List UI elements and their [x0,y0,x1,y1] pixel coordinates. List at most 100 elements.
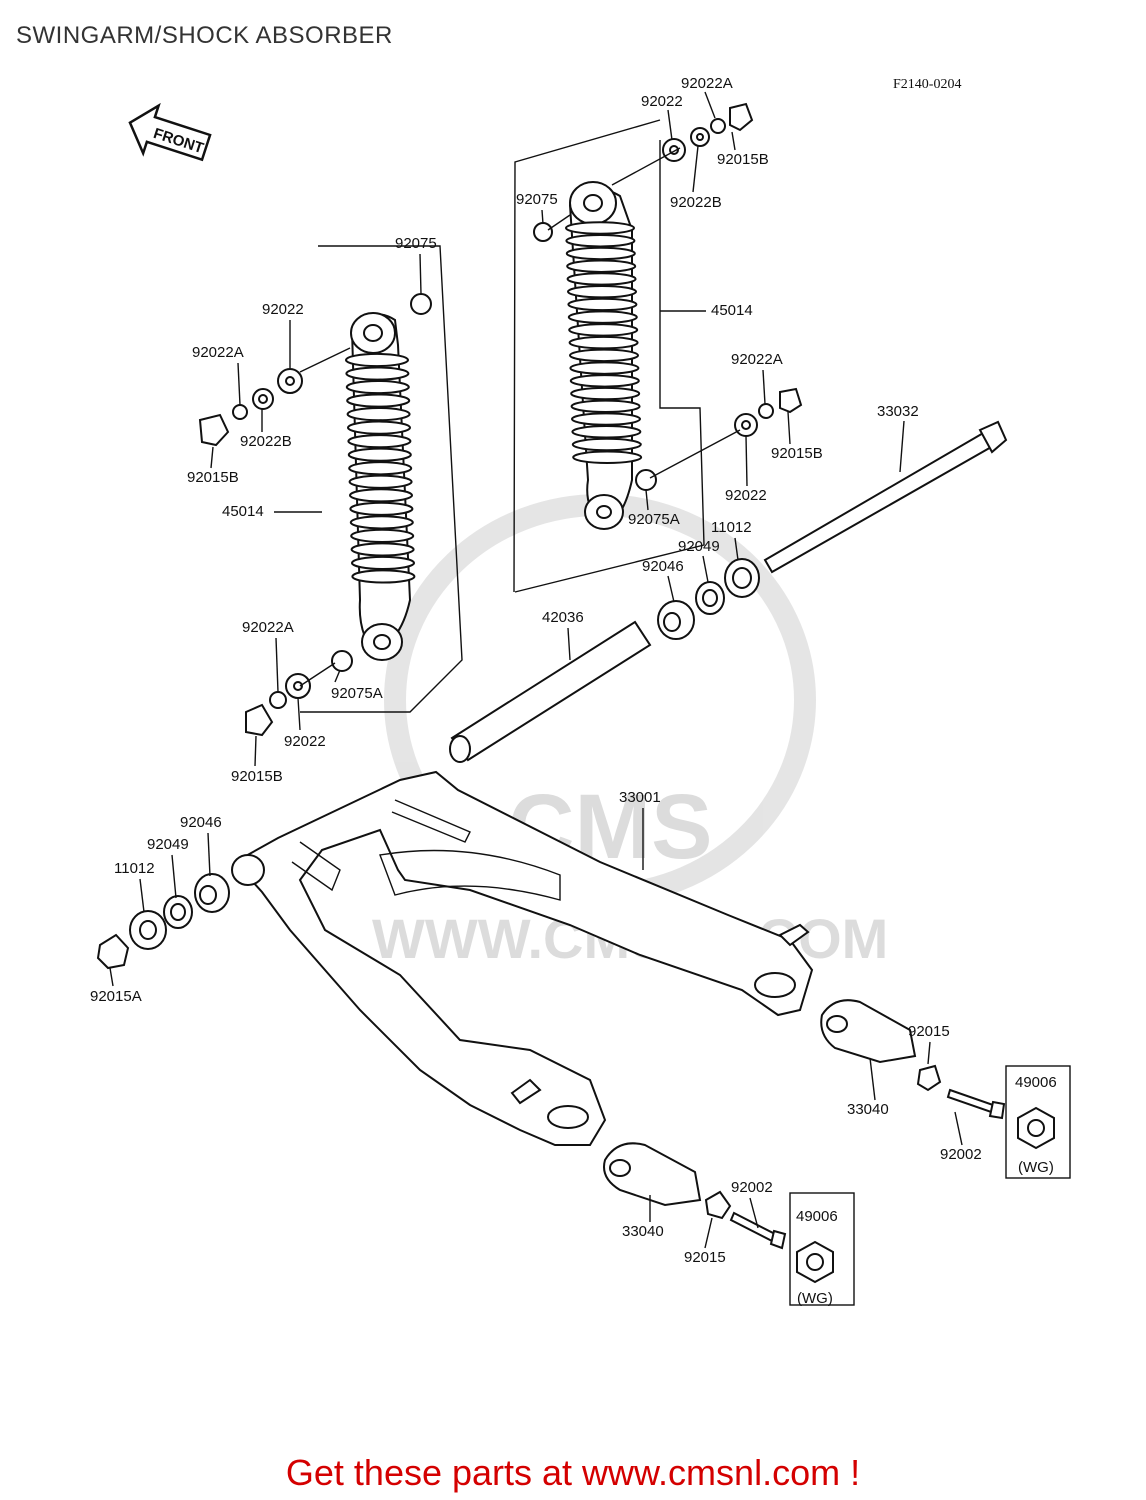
spring-coil [565,234,636,248]
spring-coil [568,335,639,350]
spring-coil [570,399,641,414]
part-label: 92049 [678,538,720,555]
spring-coil [570,386,641,401]
front-arrow-icon: FRONT [128,102,212,162]
part-label: 33040 [847,1101,889,1118]
leader-line [541,209,544,225]
leader-line [567,627,571,661]
spring-coil [350,528,415,543]
part-label: 92022 [284,733,326,750]
part-label: 92022B [240,433,292,450]
part-label: 92022 [641,93,683,110]
chain-adjuster-right [820,999,917,1064]
spring-coil [567,297,638,312]
part-label: 92002 [940,1146,982,1163]
part-label: 92022A [242,619,294,636]
leader-line [869,1057,876,1101]
spring-coil [347,447,412,462]
leader-line [734,537,739,561]
part-label: 92015B [187,469,239,486]
part-label: 92049 [147,836,189,853]
leader-line [237,362,241,406]
leader-line [334,669,341,683]
leader-line [954,1111,963,1146]
spring-coil [345,352,409,368]
leader-line [210,446,214,469]
spring-coil [351,555,415,571]
left-shock-absorber [345,312,416,661]
spring-coil [347,434,412,449]
spring-coil [349,488,413,503]
leader-line [139,878,145,913]
wg-option-box-lower [789,1192,855,1306]
part-label: 92046 [642,558,684,575]
adjuster-bolts [729,1088,1006,1250]
spring-coil [567,284,637,299]
left-shock-assembly-frame [300,245,463,713]
leader-line [745,435,748,487]
part-label: 33032 [877,403,919,420]
part-label: 92022 [262,301,304,318]
spring-coil [568,323,639,337]
connection-line [299,347,351,373]
spring-coil [572,450,643,464]
spring-coil [569,361,640,375]
part-label: 92022 [725,487,767,504]
spring-coil [351,569,416,584]
part-label: 11012 [114,860,155,877]
part-label: (WG) [1018,1159,1054,1176]
leader-line [207,832,211,877]
leader-line [297,697,301,731]
part-label: 92015A [90,988,142,1005]
right-shock-assembly-frame-left [513,119,661,593]
part-label: 49006 [796,1208,838,1225]
wg-option-box-upper [1005,1065,1071,1179]
part-label: 92002 [731,1179,773,1196]
spring-coil [348,461,413,476]
part-label: 92022A [681,75,733,92]
spring-coil [347,420,411,435]
part-label: 33001 [619,789,661,806]
footer-cta-link[interactable]: Get these parts at www.cmsnl.com ! [285,1452,861,1493]
spring-coil [571,437,642,452]
spring-coil [569,374,640,388]
part-label: 92022A [731,351,783,368]
leader-line [275,637,279,693]
page-title: SWINGARM/SHOCK ABSORBER [16,22,393,49]
pivot-axle [763,420,1008,574]
figure-code: F2140-0204 [893,77,962,92]
part-label: 92075 [516,191,558,208]
part-label: 92022A [192,344,244,361]
spring-coil [566,259,637,273]
leader-line [645,489,649,511]
spring-coil [565,246,636,261]
part-label: 45014 [711,302,753,319]
connection-line [299,662,336,687]
hardware-washers-nuts [96,102,1055,1284]
spring-coil [345,366,410,381]
part-label: 92015B [231,768,283,785]
leader-line [667,575,675,603]
leader-line [702,555,709,583]
spring-coil [346,407,411,422]
leader-line [692,145,699,193]
part-label: 92015B [717,151,769,168]
spring-coil [571,425,642,439]
chain-adjuster-left [603,1142,702,1207]
pivot-pipe [449,620,652,763]
leader-line [419,253,422,295]
spring-coil [349,501,414,516]
part-label: 92075A [628,511,680,528]
spring-coil [350,542,415,557]
part-label: 45014 [222,503,264,520]
leader-line [704,1217,713,1249]
leader-line [787,411,791,445]
spring-coil [571,412,641,426]
part-label: (WG) [797,1290,833,1307]
spring-coil [346,393,411,408]
spring-coil [349,515,414,530]
leader-line [899,420,905,473]
leader-line [254,735,257,767]
